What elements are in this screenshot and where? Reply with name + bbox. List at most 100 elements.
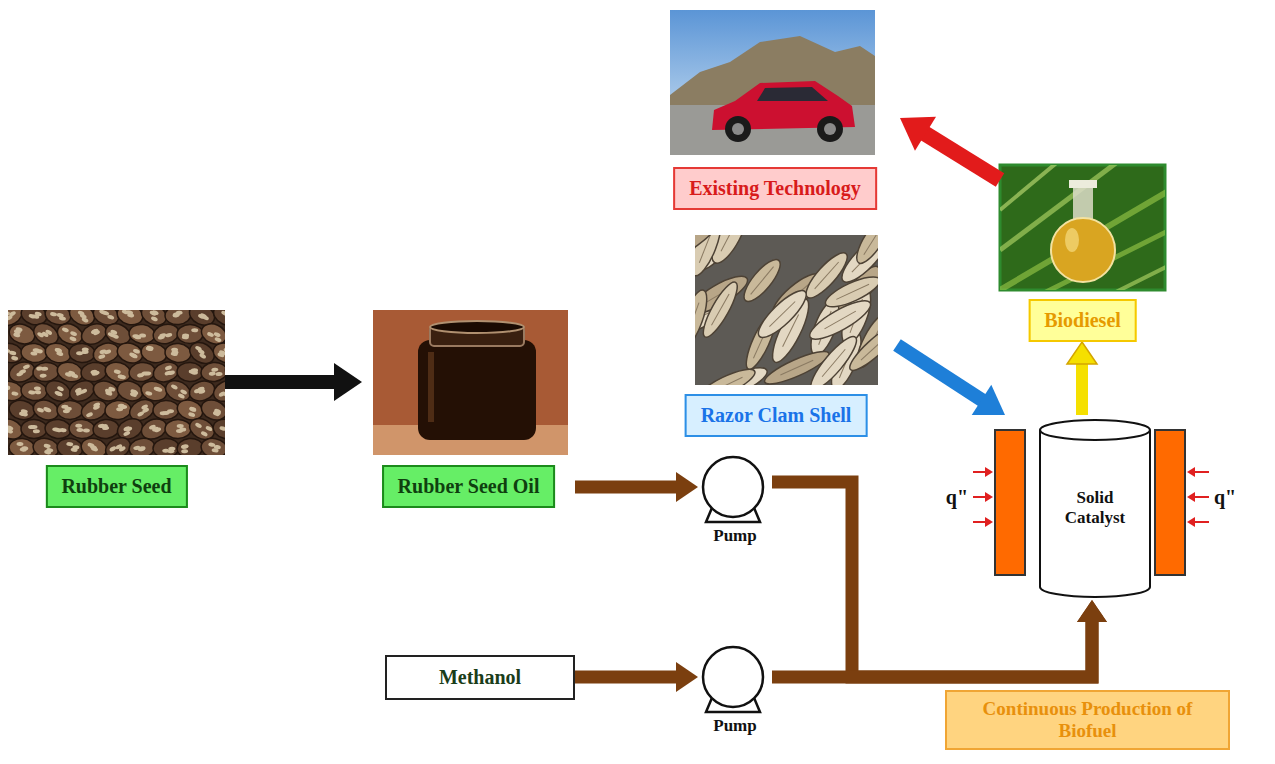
reactor-outline (995, 415, 1185, 600)
heat-flux-label: q" (1214, 486, 1236, 509)
seed-pattern (56, 437, 84, 455)
shell-pattern (721, 235, 738, 251)
seed-pattern (207, 331, 215, 337)
seed-pattern (98, 354, 106, 360)
seed-pattern (109, 446, 117, 453)
seed-pattern (8, 348, 11, 354)
seed-pattern (43, 406, 51, 412)
seed-pattern (205, 425, 213, 432)
label-box: Biodiesel (1028, 299, 1137, 342)
seed-pattern (164, 342, 192, 364)
shell-pattern (851, 235, 878, 268)
seed-pattern (37, 407, 45, 413)
seed-pattern (138, 446, 146, 451)
heat-flux-arrow (1193, 521, 1209, 523)
arrow-head (334, 363, 362, 401)
seed-pattern (56, 437, 84, 455)
seed-pattern (123, 430, 131, 437)
catalyst-arrow (897, 345, 1005, 415)
shell-pattern (825, 311, 856, 329)
shell-pattern (845, 320, 878, 375)
seed-pattern (56, 351, 64, 357)
seed-pattern (150, 316, 158, 323)
seed-pattern (145, 391, 153, 397)
seed-pattern (128, 361, 157, 384)
shell-pattern (822, 271, 878, 312)
car-hub (824, 123, 836, 135)
seed-pattern (114, 453, 145, 455)
seed-pattern (15, 327, 23, 333)
car-wheel (725, 116, 751, 142)
shell-pattern (780, 360, 813, 375)
node-text: Rubber Seed (61, 475, 171, 498)
arrow-head (676, 472, 698, 502)
shell-pattern (695, 303, 699, 337)
seed-pattern (200, 430, 208, 437)
car-wheel (817, 116, 843, 142)
reactor-vessel: Solid Catalyst (995, 415, 1185, 600)
seed-pattern (44, 418, 72, 440)
seed-pattern (37, 331, 45, 338)
seed-pattern (189, 406, 197, 412)
seed-pattern (182, 334, 189, 338)
seed-pattern (31, 436, 60, 455)
seed-pattern (164, 310, 192, 326)
seed-pattern (8, 398, 37, 422)
seed-pattern (104, 399, 132, 421)
label-box: Rubber Seed (45, 465, 187, 508)
seed-pattern (43, 443, 51, 448)
seed-pattern (177, 424, 184, 428)
seed-pattern (107, 314, 115, 320)
seed-pattern (50, 311, 58, 316)
node-text: Existing Technology (689, 177, 861, 200)
seed-pattern (28, 390, 35, 395)
shell-pattern (815, 262, 839, 289)
feed-pipe (575, 472, 698, 502)
heat-flux-arrow (1193, 471, 1209, 473)
seed-pattern (146, 345, 154, 351)
seed-pattern (67, 454, 98, 455)
seed-pattern (168, 447, 175, 451)
shell-pattern (698, 278, 743, 341)
seed-pattern (162, 453, 193, 455)
heater-plate (1155, 430, 1185, 575)
car-window (757, 87, 828, 101)
jar-body (418, 340, 536, 440)
seed-pattern (179, 428, 186, 432)
seed-pattern (8, 314, 13, 321)
seed-pattern (144, 371, 152, 376)
seed-pattern (200, 361, 225, 383)
seed-pattern (194, 422, 202, 429)
heat-flux-arrow (985, 517, 993, 527)
seed-pattern (8, 385, 10, 390)
seed-pattern (92, 418, 120, 440)
seed-pattern (189, 406, 197, 412)
node-text: Rubber Seed Oil (398, 475, 540, 498)
seed-pattern (56, 385, 64, 392)
heat-flux-arrow (1187, 517, 1195, 527)
seed-pattern (191, 328, 198, 332)
label-box: Rubber Seed Oil (382, 465, 556, 508)
seed-pattern (33, 429, 40, 433)
car-hub (732, 123, 744, 135)
seed-pattern (176, 437, 204, 455)
seed-pattern (79, 436, 109, 455)
seed-pattern (20, 342, 48, 364)
seed-pattern (77, 310, 85, 316)
seed-pattern (224, 386, 225, 393)
seed-pattern (211, 454, 225, 455)
seed-pattern (138, 453, 170, 455)
seed-pattern (57, 400, 83, 419)
seed-pattern (209, 371, 216, 376)
connector-shaft (897, 345, 985, 402)
leaf-stripes (1000, 165, 1060, 210)
seed-pattern (72, 445, 79, 450)
seed-pattern (20, 342, 48, 364)
process-arrow (225, 363, 362, 401)
seed-pattern (18, 453, 49, 455)
seed-pattern (138, 447, 146, 452)
seed-pattern (211, 417, 225, 442)
seed-pattern (139, 333, 146, 338)
